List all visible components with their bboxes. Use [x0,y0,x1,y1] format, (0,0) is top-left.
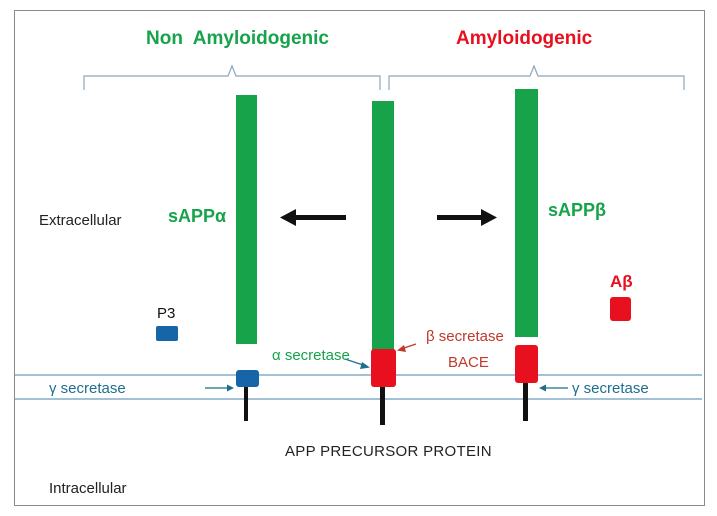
label-alpha-secretase: α secretase [272,347,350,364]
app-central-red-box [371,349,396,387]
right-stub-tail [523,383,528,421]
abeta-fragment [610,297,631,321]
label-bace: BACE [448,354,489,371]
label-gamma-secretase-left: γ secretase [49,380,126,397]
label-abeta: Aβ [610,272,633,291]
alpha-secretase-arrow [344,358,370,369]
sapp-beta-bar [515,89,538,337]
app-central-tail [380,387,385,425]
right-red-box [515,345,538,383]
sapp-alpha-bar [236,95,257,344]
beta-secretase-arrow [397,343,417,352]
label-app-precursor-protein: APP PRECURSOR PROTEIN [285,443,492,460]
p3-fragment [156,326,178,341]
gamma-left-arrow [205,384,234,392]
figure-frame [14,10,705,506]
brace-non-amyloidogenic [83,64,381,90]
arrow-left [280,209,346,226]
label-intracellular: Intracellular [49,480,127,497]
label-sapp-alpha: sAPPα [168,206,227,226]
title-non-amyloidogenic: Non Amyloidogenic [146,28,329,49]
label-extracellular: Extracellular [39,212,122,229]
label-sapp-beta: sAPPβ [548,200,607,220]
left-stub-tail [244,387,248,421]
gamma-left-blue-box [236,370,259,387]
label-beta-secretase: β secretase [426,328,504,345]
app-full-green-bar [372,101,394,351]
title-amyloidogenic: Amyloidogenic [456,28,593,49]
label-gamma-secretase-right: γ secretase [572,380,649,397]
gamma-right-arrow [539,384,568,392]
label-p3: P3 [157,305,176,322]
arrow-right [437,209,497,226]
brace-amyloidogenic [388,64,685,90]
